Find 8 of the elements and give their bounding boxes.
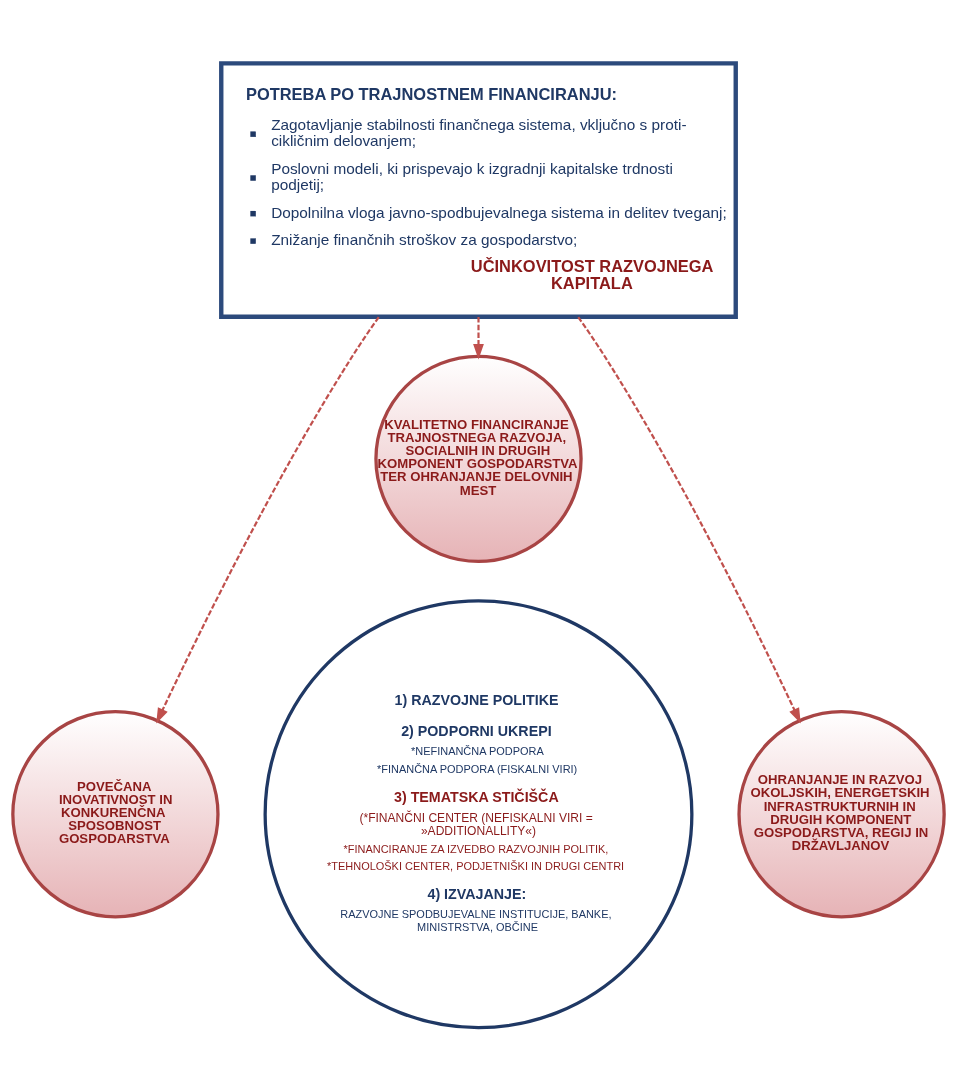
node-circle: OHRANJANJE IN RAZVOJ OKOLJSKIH, ENERGETSKIH INFRASTRUKTURNIH IN DRUGIH KOMPONENT GOSPODARSTVA, REGIJ IN DRŽAVLJANOV [737, 710, 946, 919]
node-circle: KVALITETNO FINANCIRANJE TRAJNOSTNEGA RAZVOJA, SOCIALNIH IN DRUGIH KOMPONENT GOSPODARSTVA TER OHRANJANJE DELOVNIH MEST [374, 354, 583, 564]
node-circle: POVEČANA INOVATIVNOST IN KONKURENČNA SPOSOBNOST GOSPODARSTVA [11, 710, 220, 919]
node-box: POTREBA PO TRAJNOSTNEM FINANCIRANJU: Zagotavljanje stabilnosti finančnega sistema, vključno s proti-cikličnim delovanjem; Poslovni modeli, ki prispevajo k izgradnji kapitalske trdnosti podjetij; Dopolnilna vloga javno-spodbujevalnega sistema in delitev tveganj; Znižanje finančnih stroškov za gospodarstvo; UČINKOVITOST RAZVOJNEGA KAPITALA [219, 61, 738, 319]
node-circle: 1) RAZVOJNE POLITIKE 2) PODPORNI UKREPI *NEFINANČNA PODPORA *FINANČNA PODPORA (FISKALNI VIRI) 3) TEMATSKA STIČIŠČA (*FINANČNI CENTER (NEFISKALNI VIRI = »ADDITIONALLITY«) *FINANCIRANJE ZA IZVEDBO RAZVOJNIH POLITIK, *TEHNOLOŠKI CENTER, PODJETNIŠKI IN DRUGI CENTRI 4) IZVAJANJE: RAZVOJNE SPODBUJEVALNE INSTITUCIJE, BANKE, MINISTRSTVA, OBČINE [263, 599, 694, 1030]
arrow [156, 316, 380, 724]
arrow [577, 316, 801, 724]
arrow [473, 317, 484, 360]
